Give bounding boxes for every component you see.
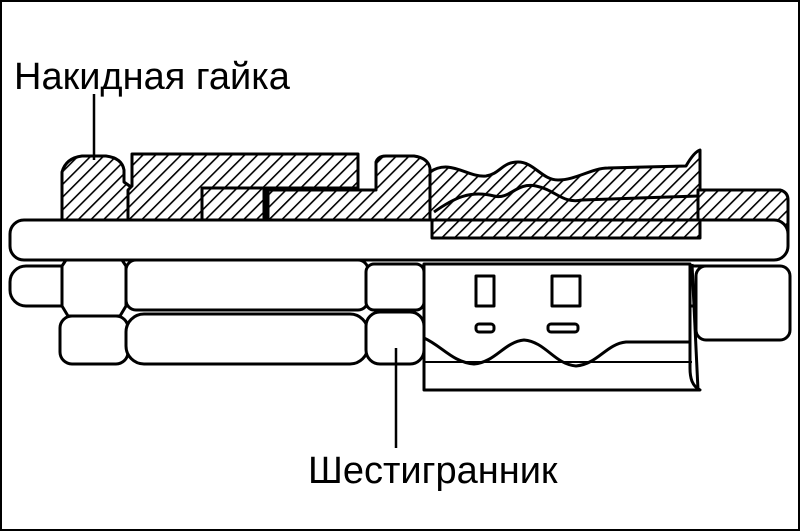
inspection-window-2 — [550, 274, 582, 308]
hose-sleeve-section — [428, 148, 702, 236]
tube-bore-section-band — [430, 218, 702, 240]
inspection-slot-2 — [546, 322, 580, 334]
tube-end-right — [694, 264, 792, 342]
flare-nut-hex-face — [58, 314, 130, 366]
inspection-window-1 — [474, 274, 496, 308]
union-body-hex-face — [124, 312, 370, 366]
flare-nut-lower — [60, 258, 128, 318]
label-flare-nut: Накидная гайка — [14, 56, 290, 98]
label-hexagon: Шестигранник — [308, 450, 558, 492]
hose-sleeve-crimp-lower — [423, 336, 690, 368]
inspection-slot-1 — [474, 322, 496, 334]
hexagon-section — [266, 154, 432, 236]
union-body-lower — [124, 258, 370, 312]
hose-sleeve-inner-crimp — [433, 183, 699, 214]
hexagon-lower — [364, 262, 426, 312]
